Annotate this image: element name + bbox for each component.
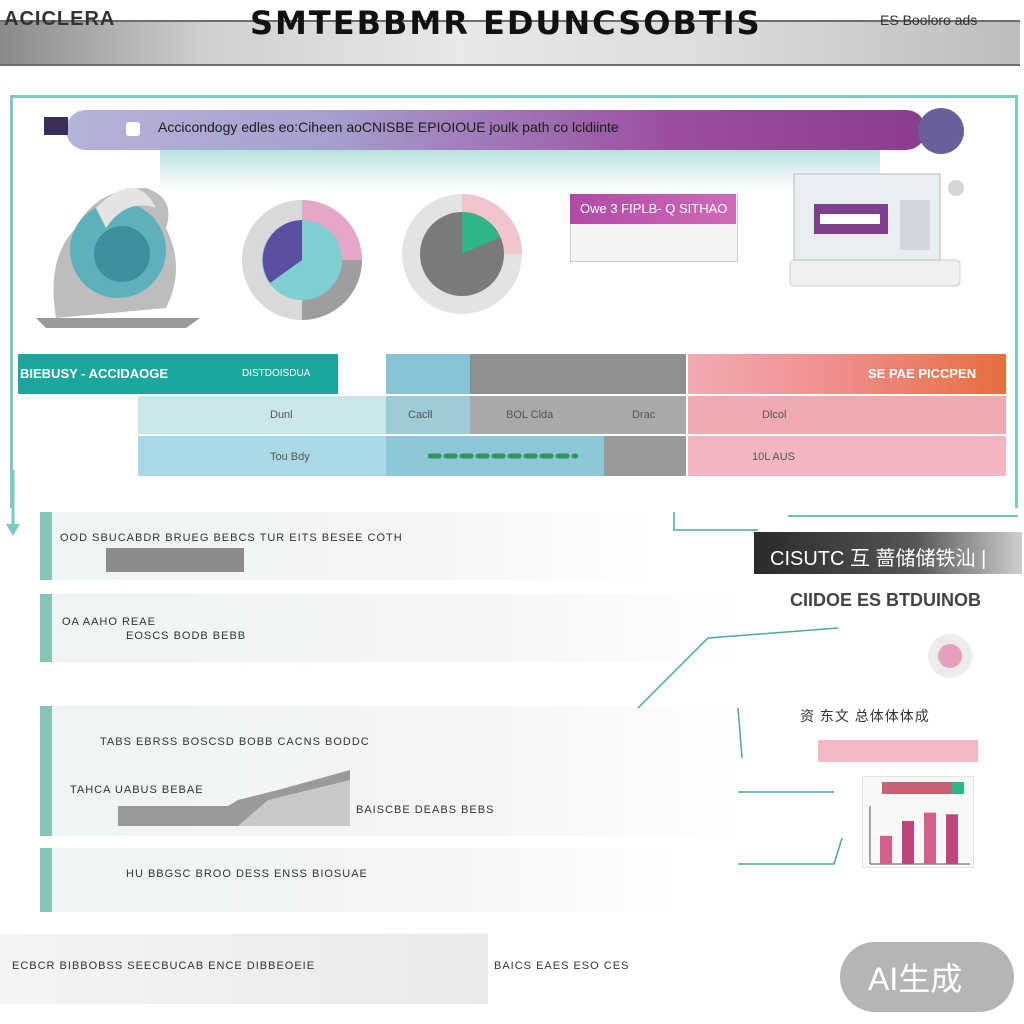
- row-text: BAISCBE DEABS BEBS: [356, 804, 495, 816]
- table-cell: [386, 396, 470, 434]
- table-cell-text: Cacll: [408, 409, 433, 421]
- table-head-gray: [470, 354, 686, 394]
- row-text: HU BBGSC BROO DESS ENSS BIOSUAE: [126, 868, 368, 880]
- table-cell-text: Tou Bdy: [270, 451, 310, 463]
- row-text: TAHCA UABUS BEBAE: [70, 784, 204, 796]
- donut-chart-2: [402, 194, 522, 314]
- device-illustration: [789, 173, 964, 287]
- table-cell: [470, 396, 686, 434]
- bar: [880, 835, 892, 864]
- footer-band: [0, 934, 488, 1004]
- table-cell-text: BOL Clda: [506, 409, 554, 421]
- table-cell: [688, 436, 1006, 476]
- table-cell: [138, 396, 386, 434]
- header-left-text: ACICLERA: [4, 8, 116, 30]
- bar: [924, 812, 936, 864]
- section-header-text: CISUTC 互 蔷储储铁汕 |: [770, 548, 987, 570]
- table-col2: DISTDOISDUA: [242, 368, 311, 379]
- row-accent: [40, 512, 52, 580]
- row-accent: [40, 594, 52, 662]
- ai-generated-badge: [840, 942, 1014, 1012]
- side-pink-bar: [818, 740, 978, 762]
- row-accent: [40, 706, 52, 836]
- data-table: BIEBUSY - ACCIDAOGE DISTDOISDUA SE PAE P…: [18, 354, 1006, 478]
- row-text: OA AAHO REAE: [62, 616, 156, 628]
- header-right-text: ES Booloro ads: [880, 12, 978, 28]
- banner-cap: [44, 117, 68, 135]
- header-bar: [0, 20, 1020, 66]
- donut-chart-1: [242, 200, 362, 320]
- table-cell-text: Drac: [632, 409, 656, 421]
- content-row-2: [40, 594, 740, 662]
- row-text: EOSCS BODB BEBB: [126, 630, 247, 642]
- callout-tag-head: [570, 194, 736, 224]
- page-title: SMTEBBMR EDUNCSOBTIS: [250, 4, 762, 42]
- arrow-down-icon: [6, 470, 20, 536]
- table-title: BIEBUSY - ACCIDAOGE: [20, 366, 169, 381]
- table-cell: [688, 396, 1006, 434]
- callout-tag-text: Owe 3 FIPLB- Q SITHAO: [580, 201, 728, 216]
- ai-generated-text: AI生成: [868, 961, 963, 997]
- table-cell-text: 10L AUS: [752, 451, 796, 463]
- table-cell: [138, 436, 386, 476]
- section-subtitle: CIIDOE ES BTDUINOB: [790, 590, 982, 610]
- table-head-teal: [18, 354, 338, 394]
- table-cell: [604, 436, 686, 476]
- watercolor-wash: [160, 150, 880, 190]
- row-accent: [40, 848, 52, 912]
- section-header: [754, 532, 1022, 574]
- footer-text: ECBCR BIBBOBSS SEECBUCAB ENCE DIBBEOEIE: [12, 960, 316, 972]
- row-gray-block: [106, 548, 244, 572]
- table-head-orange: [688, 354, 1006, 394]
- circle-icon: [928, 634, 972, 678]
- mountain-chart: [118, 770, 350, 826]
- row-text: TABS EBRSS BOSCSD BOBB CACNS BODDC: [100, 736, 370, 748]
- table-head-sky: [386, 354, 470, 394]
- square-icon: [126, 122, 140, 136]
- head-illustration: [36, 188, 200, 328]
- side-label: 资 东文 总体体体成: [800, 708, 930, 724]
- bar-chart: [862, 776, 974, 868]
- footer-text-2: BAICS EAES ESO CES: [494, 960, 630, 972]
- connector-lines: [637, 512, 1018, 865]
- banner-dot-icon: [918, 108, 964, 154]
- content-row-4: [40, 848, 680, 912]
- bar: [902, 820, 914, 864]
- row-text: OOD SBUCABDR BRUEG BEBCS TUR EITS BESEE …: [60, 532, 403, 544]
- table-right-head: SE PAE PICCPEN: [868, 366, 977, 381]
- dotted-line: [428, 453, 578, 459]
- banner-text: Accicondogy edles eo:Ciheen aoCNISBE EPI…: [158, 119, 619, 135]
- bar: [946, 814, 958, 864]
- banner-pill: [66, 110, 926, 150]
- table-cell-text: Dunl: [270, 409, 293, 421]
- table-cell-text: Dlcol: [762, 409, 787, 421]
